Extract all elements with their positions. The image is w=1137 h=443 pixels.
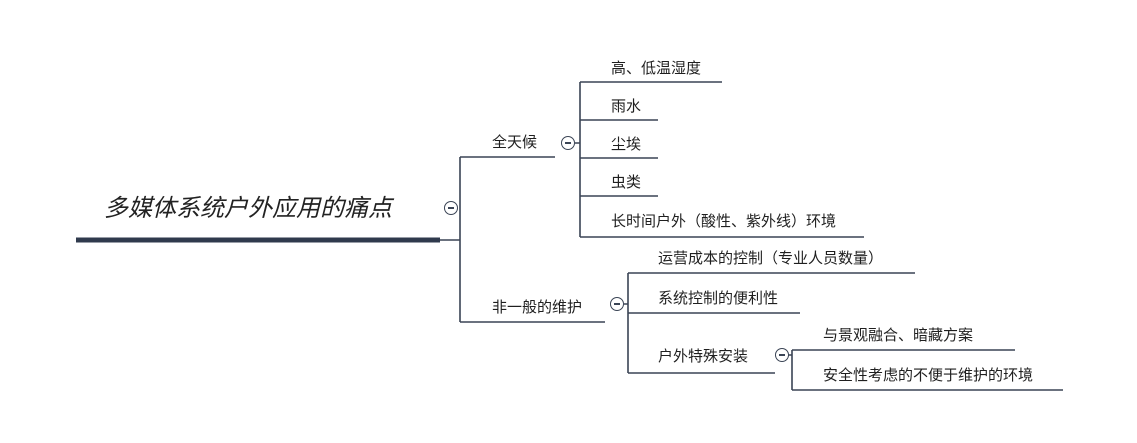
branch-topic-1[interactable]: 全天候 <box>492 133 538 151</box>
b2-child-3[interactable]: 户外特殊安装 <box>658 347 749 365</box>
branch-topic-2[interactable]: 非一般的维护 <box>492 298 583 316</box>
sub-branch-collapse-toggle-icon[interactable] <box>775 348 789 362</box>
branch-2-connector <box>624 273 629 373</box>
root-topic[interactable]: 多媒体系统户外应用的痛点 <box>104 194 392 222</box>
b2-child-2[interactable]: 系统控制的便利性 <box>658 289 779 307</box>
root-collapse-toggle-icon[interactable] <box>444 201 458 215</box>
branch-1-collapse-toggle-icon[interactable] <box>561 136 575 150</box>
b1-child-4[interactable]: 虫类 <box>611 173 642 191</box>
b1-child-1[interactable]: 高、低温湿度 <box>611 59 702 77</box>
b2-child-1[interactable]: 运营成本的控制（专业人员数量） <box>658 249 884 267</box>
sub-child-2[interactable]: 安全性考虑的不便于维护的环境 <box>823 366 1034 384</box>
sub-child-1[interactable]: 与景观融合、暗藏方案 <box>823 326 974 344</box>
b1-child-2[interactable]: 雨水 <box>611 97 642 115</box>
b1-child-3[interactable]: 尘埃 <box>611 135 642 153</box>
b1-child-5[interactable]: 长时间户外（酸性、紫外线）环境 <box>611 212 837 230</box>
branch-1-connector <box>575 82 581 237</box>
branch-2-collapse-toggle-icon[interactable] <box>610 297 624 311</box>
root-connector <box>440 157 461 322</box>
